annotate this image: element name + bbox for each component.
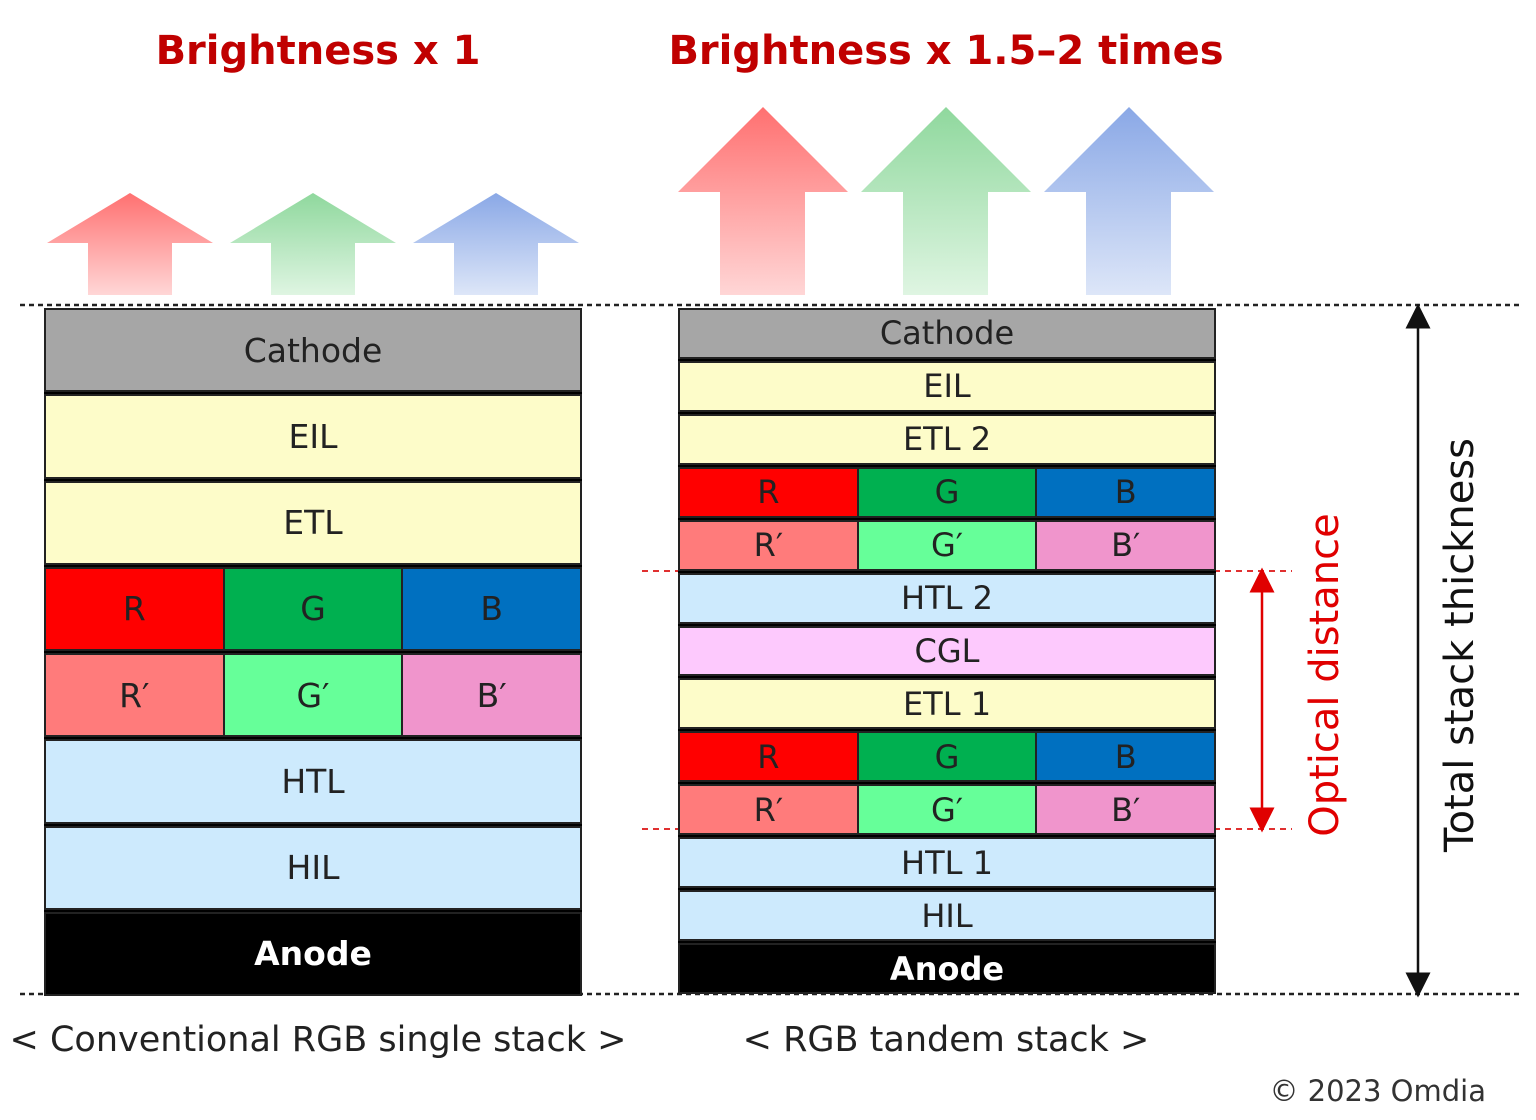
layer-row: HIL (44, 825, 582, 910)
layer-row: HTL 1 (678, 837, 1216, 889)
red-light-arrow-small (47, 193, 213, 295)
optical-distance-label: Optical distance (1302, 513, 1348, 837)
layer-r: R′ (680, 521, 857, 569)
blue-light-arrow-small (413, 193, 579, 295)
layer-row: EIL (678, 360, 1216, 412)
blue-light-arrow-large (1044, 107, 1214, 295)
layer-hil: HIL (46, 827, 580, 908)
layer-b: B (401, 568, 581, 649)
layer-b: B′ (401, 655, 581, 736)
green-light-arrow-large (861, 107, 1031, 295)
layer-r: R (46, 568, 223, 649)
green-light-arrow-small (230, 193, 396, 295)
total-thickness-label: Total stack thickness (1437, 438, 1483, 852)
layer-g: G (856, 468, 1036, 516)
layer-cgl: CGL (680, 627, 1214, 675)
layer-hil: HIL (680, 892, 1214, 940)
layer-row: CGL (678, 625, 1216, 677)
layer-row: ETL 1 (678, 678, 1216, 730)
layer-row: R′G′B′ (44, 653, 582, 738)
layer-r: R′ (46, 655, 223, 736)
layer-etl-2: ETL 2 (680, 415, 1214, 463)
layer-g: G (856, 733, 1036, 781)
layer-eil: EIL (680, 362, 1214, 410)
layer-b: B (1035, 733, 1215, 781)
red-light-arrow-large (678, 107, 848, 295)
layer-row: HTL (44, 739, 582, 824)
caption-single-stack: < Conventional RGB single stack > (9, 1020, 627, 1060)
layer-row: Anode (44, 911, 582, 996)
layer-htl-2: HTL 2 (680, 574, 1214, 622)
layer-etl-1: ETL 1 (680, 680, 1214, 728)
title-single-stack: Brightness x 1 (155, 28, 481, 74)
layer-row: HIL (678, 890, 1216, 942)
copyright: © 2023 Omdia (1269, 1074, 1486, 1108)
layer-row: ETL 2 (678, 413, 1216, 465)
layer-g: G′ (222, 655, 402, 736)
layer-row: R′G′B′ (678, 519, 1216, 571)
layer-eil: EIL (46, 396, 580, 477)
layer-row: Cathode (678, 308, 1216, 359)
layer-row: R′G′B′ (678, 784, 1216, 836)
layer-row: EIL (44, 394, 582, 479)
layer-etl: ETL (46, 482, 580, 563)
layer-row: Anode (678, 943, 1216, 994)
layer-b: B (1035, 468, 1215, 516)
layer-r: R (680, 733, 857, 781)
layer-cathode: Cathode (680, 310, 1214, 357)
layer-htl: HTL (46, 741, 580, 822)
layer-row: ETL (44, 480, 582, 565)
layer-cathode: Cathode (46, 310, 580, 391)
layer-anode: Anode (680, 945, 1214, 992)
layer-g: G′ (856, 521, 1036, 569)
layer-htl-1: HTL 1 (680, 839, 1214, 887)
layer-b: B′ (1035, 786, 1215, 834)
layer-row: HTL 2 (678, 572, 1216, 624)
layer-g: G′ (856, 786, 1036, 834)
title-tandem-stack: Brightness x 1.5–2 times (668, 28, 1224, 74)
layer-row: Cathode (44, 308, 582, 393)
caption-tandem-stack: < RGB tandem stack > (742, 1020, 1150, 1060)
layer-r: R′ (680, 786, 857, 834)
layer-anode: Anode (46, 913, 580, 994)
layer-r: R (680, 468, 857, 516)
layer-b: B′ (1035, 521, 1215, 569)
layer-g: G (222, 568, 402, 649)
